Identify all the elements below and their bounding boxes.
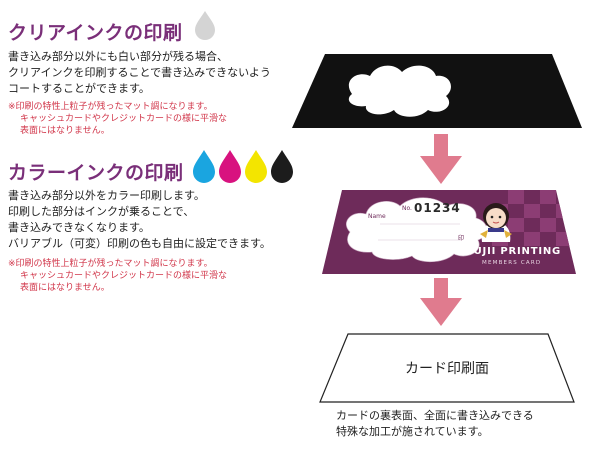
base-card-caption: カードの裏表面、全面に書き込みできる 特殊な加工が施されています。 xyxy=(336,408,534,440)
name-label: Name xyxy=(368,213,386,220)
clear-ink-layer xyxy=(292,54,582,128)
yellow-drop-icon xyxy=(245,150,267,183)
caption-line: カードの裏表面、全面に書き込みできる xyxy=(336,409,534,422)
magenta-drop-icon xyxy=(219,150,241,183)
clear-ink-note-line: キャッシュカードやクレジットカードの様に平滑な xyxy=(20,114,228,124)
color-ink-note-line: キャッシュカードやクレジットカードの様に平滑な xyxy=(20,271,228,281)
members-card-subtitle: MEMBERS CARD xyxy=(482,260,541,266)
color-ink-note-line: ※印刷の特性上粒子が残ったマット調になります。 xyxy=(8,259,213,269)
brand-name: FUJII PRINTING xyxy=(466,246,561,257)
color-ink-line: 書き込み部分以外をカラー印刷します。 xyxy=(8,189,205,202)
color-ink-line: バリアブル（可変）印刷の色も自由に設定できます。 xyxy=(8,237,271,250)
clear-ink-note-line: 表面にはなりません。 xyxy=(20,126,110,136)
white-cloud-shape xyxy=(348,65,451,117)
color-ink-title: カラーインクの印刷 xyxy=(8,162,184,184)
black-drop-icon xyxy=(271,150,293,183)
clear-ink-note-line: ※印刷の特性上粒子が残ったマット調になります。 xyxy=(8,102,213,112)
card-number: 01234 xyxy=(414,201,461,215)
base-card-layer xyxy=(319,333,575,403)
down-arrow-icon xyxy=(420,134,462,184)
color-ink-line: 書き込みできなくなります。 xyxy=(8,221,150,234)
color-ink-line: 印刷した部分はインクが乗ることで、 xyxy=(8,205,195,218)
base-card-label: カード印刷面 xyxy=(405,361,489,377)
members-card-layer: No. 01234 Name 印 FUJII PRINTING MEMBERS … xyxy=(322,190,576,274)
clear-ink-line: 書き込み部分以外にも白い部分が残る場合、 xyxy=(8,50,228,63)
color-ink-note: ※印刷の特性上粒子が残ったマット調になります。 キャッシュカードやクレジットカー… xyxy=(8,258,227,294)
color-ink-description: 書き込み部分以外をカラー印刷します。 印刷した部分はインクが乗ることで、 書き込… xyxy=(8,188,271,252)
clear-ink-description: 書き込み部分以外にも白い部分が残る場合、 クリアインクを印刷することで書き込みで… xyxy=(8,49,271,97)
caption-line: 特殊な加工が施されています。 xyxy=(336,425,489,438)
clear-ink-line: コートすることができます。 xyxy=(8,82,150,95)
clear-ink-line: クリアインクを印刷することで書き込みできないよう xyxy=(8,66,271,79)
clear-ink-title: クリアインクの印刷 xyxy=(8,22,183,44)
seal-label: 印 xyxy=(458,235,464,242)
clear-ink-drop-icon xyxy=(195,11,215,40)
down-arrow-icon xyxy=(420,278,462,326)
color-ink-note-line: 表面にはなりません。 xyxy=(20,283,110,293)
cyan-drop-icon xyxy=(193,150,215,183)
cmyk-drops xyxy=(193,150,293,183)
mascot-icon xyxy=(480,203,512,242)
clear-ink-note: ※印刷の特性上粒子が残ったマット調になります。 キャッシュカードやクレジットカー… xyxy=(8,101,227,137)
card-number-prefix: No. xyxy=(402,205,412,212)
